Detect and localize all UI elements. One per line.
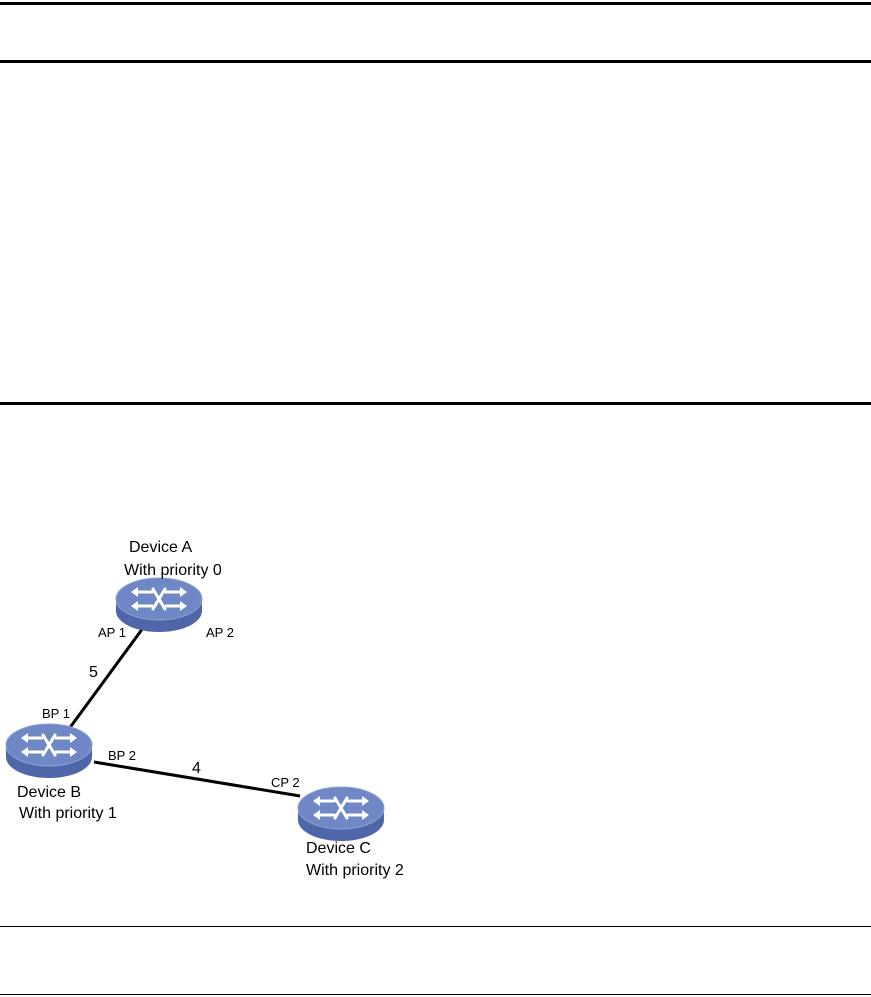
device-c-switch-icon xyxy=(296,785,386,843)
link-a-b xyxy=(64,627,145,734)
device-c-name: Device C xyxy=(306,840,371,857)
link-b-c xyxy=(93,760,301,798)
port-bp1-label: BP 1 xyxy=(42,706,70,721)
page-bottom-rule xyxy=(0,994,871,995)
port-cp2-label: CP 2 xyxy=(271,775,300,790)
port-ap2-label: AP 2 xyxy=(206,625,234,640)
device-a-name: Device A xyxy=(129,539,192,556)
device-b-name: Device B xyxy=(17,784,81,801)
header-rule xyxy=(0,60,871,63)
link-b-c-cost: 4 xyxy=(192,760,201,777)
device-a-switch-icon xyxy=(114,576,204,634)
device-a-priority: With priority 0 xyxy=(124,562,222,579)
section-rule xyxy=(0,402,871,405)
port-ap1-label: AP 1 xyxy=(98,625,126,640)
device-b-switch-icon xyxy=(4,722,94,780)
top-rule xyxy=(0,2,871,5)
link-a-b-cost: 5 xyxy=(89,664,98,681)
device-b-priority: With priority 1 xyxy=(19,805,117,822)
port-bp2-label: BP 2 xyxy=(108,748,136,763)
device-c-priority: With priority 2 xyxy=(306,862,404,879)
figure-bottom-rule xyxy=(0,926,871,927)
